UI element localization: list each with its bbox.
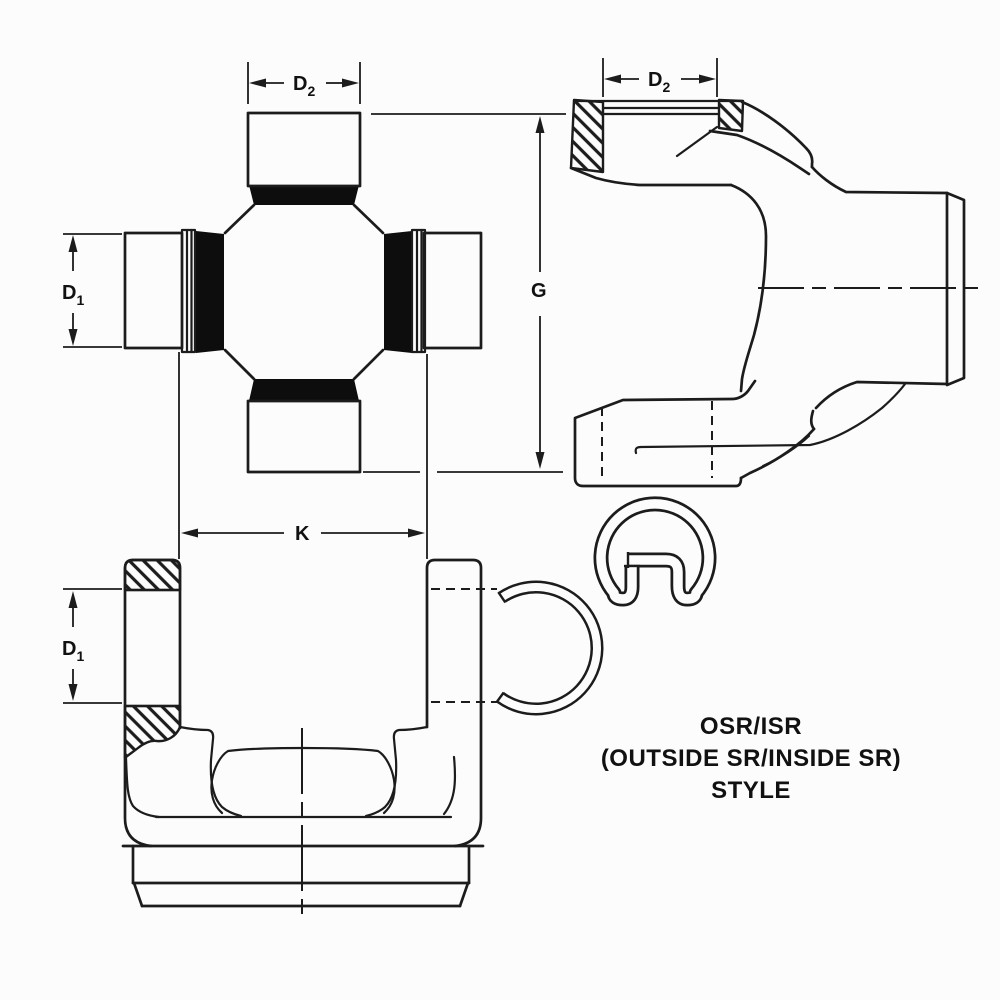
bearing-cap-right — [422, 231, 483, 350]
label-d2-yoke: D2 — [648, 69, 670, 95]
cup-step-right — [364, 725, 429, 818]
ear-inner-arc-bottom — [761, 434, 811, 468]
dimension-d2-cross: D2 — [247, 62, 361, 104]
arrowhead-right — [408, 528, 425, 538]
seal-band-top — [249, 185, 359, 205]
arrowhead-up — [535, 116, 545, 133]
bowl-inner-left — [124, 756, 161, 819]
arrowhead-down — [68, 684, 78, 701]
seal-band-left — [196, 231, 224, 353]
label-d1-cross: D1 — [62, 282, 84, 308]
ear-inner-arc-top — [708, 129, 811, 176]
seal-band-right — [384, 231, 412, 353]
bearing-cap-left — [123, 231, 184, 350]
arrowhead-left — [181, 528, 198, 538]
arrowhead-up — [68, 591, 78, 608]
inner-boss-curve — [634, 382, 907, 455]
dimension-d1-section: D1 — [62, 588, 122, 704]
arrowhead-left — [604, 74, 621, 84]
yoke-side-view — [569, 98, 985, 488]
section-hatch-lower — [123, 704, 182, 760]
bearing-cap-top — [246, 111, 362, 188]
cup-step-left — [178, 725, 243, 818]
label-g: G — [531, 280, 547, 302]
inside-snap-ring — [593, 496, 717, 607]
section-hatch-upper — [123, 558, 182, 592]
arrowhead-down — [535, 452, 545, 469]
label-k: K — [295, 523, 310, 545]
ujoint-cross-view — [123, 111, 483, 474]
arrowhead-right — [699, 74, 716, 84]
caption-line-3: STYLE — [711, 777, 791, 804]
label-d2-cross: D2 — [293, 73, 315, 99]
ear-outer-arc-top — [740, 100, 814, 169]
cap-bore-edge — [675, 125, 719, 158]
snap-ring-groove-left — [180, 228, 197, 354]
arrowhead-left — [249, 78, 266, 88]
outside-snap-ring — [495, 580, 604, 716]
arrowhead-right — [342, 78, 359, 88]
bowl-left-outline — [123, 558, 182, 848]
caption-line-2: (OUTSIDE SR/INSIDE SR) — [601, 745, 901, 772]
dimension-g: G — [363, 113, 566, 473]
bearing-cap-bottom — [246, 399, 362, 474]
caption: OSR/ISR (OUTSIDE SR/INSIDE SR) STYLE — [601, 713, 901, 804]
arrowhead-down — [68, 329, 78, 346]
yoke-section-view — [121, 558, 497, 921]
dimension-d1-cross: D1 — [62, 233, 122, 348]
cap-section-right — [717, 98, 745, 133]
bowl-inner-right — [442, 755, 457, 816]
caption-line-1: OSR/ISR — [700, 713, 802, 740]
arrowhead-up — [68, 235, 78, 252]
cross-body-chamfers — [223, 203, 385, 381]
cap-section-left — [569, 98, 605, 174]
dimension-k: K — [178, 352, 428, 559]
snap-ring-groove-right — [410, 228, 427, 354]
label-d1-section: D1 — [62, 638, 84, 664]
dimension-d2-yoke: D2 — [602, 58, 718, 97]
shaft-end — [945, 191, 966, 387]
ear-outer-arc-bottom — [739, 427, 816, 480]
lower-lug-outline — [573, 379, 757, 488]
seal-band-bottom — [249, 379, 359, 401]
bowl-right-outline — [425, 558, 483, 848]
